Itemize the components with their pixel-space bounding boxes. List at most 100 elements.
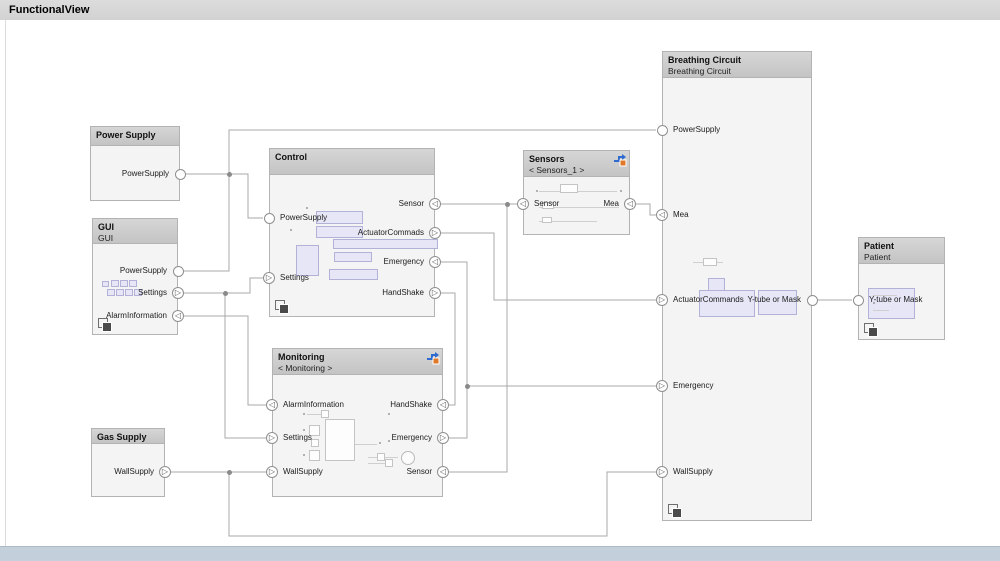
block-title: Power Supply <box>96 130 156 140</box>
preview-shape <box>311 439 319 447</box>
canvas-left-border <box>5 20 6 546</box>
wire-power-supply-to-control[interactable] <box>185 173 263 219</box>
preview-shape <box>873 302 875 304</box>
preview-shape <box>758 290 797 315</box>
preview-shape <box>325 419 355 461</box>
block-power-supply[interactable]: Power Supply <box>90 126 180 201</box>
port-tri-left-arrow-icon[interactable]: ◁ <box>429 198 441 210</box>
reference-component-badge-icon <box>864 323 878 337</box>
preview-shape <box>539 191 617 192</box>
preview-shape <box>307 414 321 415</box>
port-tri-right-arrow-icon[interactable]: ▷ <box>656 294 668 306</box>
wire-alarm-information[interactable] <box>184 315 266 406</box>
block-header-monitoring: Monitoring< Monitoring > <box>273 349 442 375</box>
port-tri-right-arrow-icon[interactable]: ▷ <box>263 272 275 284</box>
block-title: Breathing Circuit <box>668 55 742 65</box>
block-title: GUI <box>98 222 115 232</box>
port-tri-left-arrow-icon[interactable]: ◁ <box>266 399 278 411</box>
port-tri-left-arrow-icon[interactable]: ◁ <box>429 256 441 268</box>
port-tri-right-arrow-icon[interactable]: ▷ <box>656 466 668 478</box>
port-circle-icon[interactable] <box>852 294 864 306</box>
preview-shape <box>401 451 415 465</box>
port-tri-right-arrow-icon[interactable]: ▷ <box>656 380 668 392</box>
reference-component-badge-icon <box>98 318 112 332</box>
preview-shape <box>873 310 889 311</box>
preview-shape <box>377 453 385 461</box>
preview-shape <box>333 239 438 249</box>
canvas-bottom-band <box>0 546 1000 561</box>
wire-junction-dot <box>464 383 470 389</box>
preview-shape <box>316 211 363 224</box>
port-tri-right-arrow-icon[interactable]: ▷ <box>172 287 184 299</box>
preview-shape <box>542 217 552 223</box>
preview-shape <box>868 288 915 319</box>
preview-shape <box>120 280 128 287</box>
port-circle-icon[interactable] <box>172 265 184 277</box>
block-control[interactable]: Control <box>269 148 438 317</box>
wire-settings-to-monitoring[interactable] <box>224 293 266 439</box>
preview-shape <box>703 258 717 266</box>
view-title: FunctionalView <box>9 4 90 16</box>
reference-component-badge-icon <box>275 300 289 314</box>
wire-emergency-to-control[interactable] <box>441 261 468 439</box>
wire-handshake[interactable] <box>441 292 456 406</box>
port-tri-right-arrow-icon[interactable]: ▷ <box>437 432 449 444</box>
port-tri-left-arrow-icon[interactable]: ◁ <box>624 198 636 210</box>
block-header-control: Control <box>270 149 434 175</box>
port-tri-left-arrow-icon[interactable]: ◁ <box>517 198 529 210</box>
block-monitoring[interactable]: Monitoring< Monitoring > <box>272 348 443 497</box>
preview-shape <box>620 190 622 192</box>
preview-shape <box>134 289 142 296</box>
block-header-power-supply: Power Supply <box>91 127 179 146</box>
badge-front-square <box>672 508 682 518</box>
wire-actuator-commands[interactable] <box>441 232 656 301</box>
port-circle-icon[interactable] <box>806 294 818 306</box>
block-sensors[interactable]: Sensors< Sensors_1 > <box>523 150 630 235</box>
block-gas-supply[interactable]: Gas Supply <box>91 428 165 497</box>
wire-junction-dot <box>226 171 232 177</box>
port-tri-left-arrow-icon[interactable]: ◁ <box>656 209 668 221</box>
port-circle-icon[interactable] <box>174 168 186 180</box>
port-tri-right-arrow-icon[interactable]: ▷ <box>266 466 278 478</box>
preview-shape <box>107 289 115 296</box>
port-tri-right-arrow-icon[interactable]: ▷ <box>429 287 441 299</box>
block-title: Monitoring <box>278 352 325 362</box>
block-title: Gas Supply <box>97 432 147 442</box>
preview-shape <box>125 289 133 296</box>
preview-shape <box>306 207 308 209</box>
view-title-bar: FunctionalView <box>0 0 1000 21</box>
block-subtitle: GUI <box>98 233 114 243</box>
preview-shape <box>316 226 363 238</box>
preview-shape <box>309 425 320 436</box>
block-subtitle: Patient <box>864 252 891 262</box>
wire-sensor-to-monitoring[interactable] <box>449 204 508 473</box>
port-tri-right-arrow-icon[interactable]: ▷ <box>159 466 171 478</box>
port-tri-right-arrow-icon[interactable]: ▷ <box>429 227 441 239</box>
preview-shape <box>388 440 390 442</box>
port-tri-right-arrow-icon[interactable]: ▷ <box>266 432 278 444</box>
preview-shape <box>321 410 329 418</box>
preview-shape <box>303 454 305 456</box>
preview-shape <box>560 184 578 193</box>
block-subtitle: < Sensors_1 > <box>529 165 585 175</box>
port-circle-icon[interactable] <box>656 124 668 136</box>
preview-shape <box>355 444 377 445</box>
port-tri-left-arrow-icon[interactable]: ◁ <box>437 399 449 411</box>
preview-shape <box>536 190 538 192</box>
preview-shape <box>388 413 390 415</box>
wire-junction-dot <box>222 290 228 296</box>
port-tri-left-arrow-icon[interactable]: ◁ <box>172 310 184 322</box>
wire-junction-dot <box>226 469 232 475</box>
port-tri-left-arrow-icon[interactable]: ◁ <box>437 466 449 478</box>
port-circle-icon[interactable] <box>263 212 275 224</box>
block-subtitle: Breathing Circuit <box>668 66 731 76</box>
preview-shape <box>309 450 320 461</box>
wire-mea[interactable] <box>636 203 656 216</box>
linked-model-badge-icon <box>426 351 440 365</box>
preview-shape <box>296 245 319 276</box>
